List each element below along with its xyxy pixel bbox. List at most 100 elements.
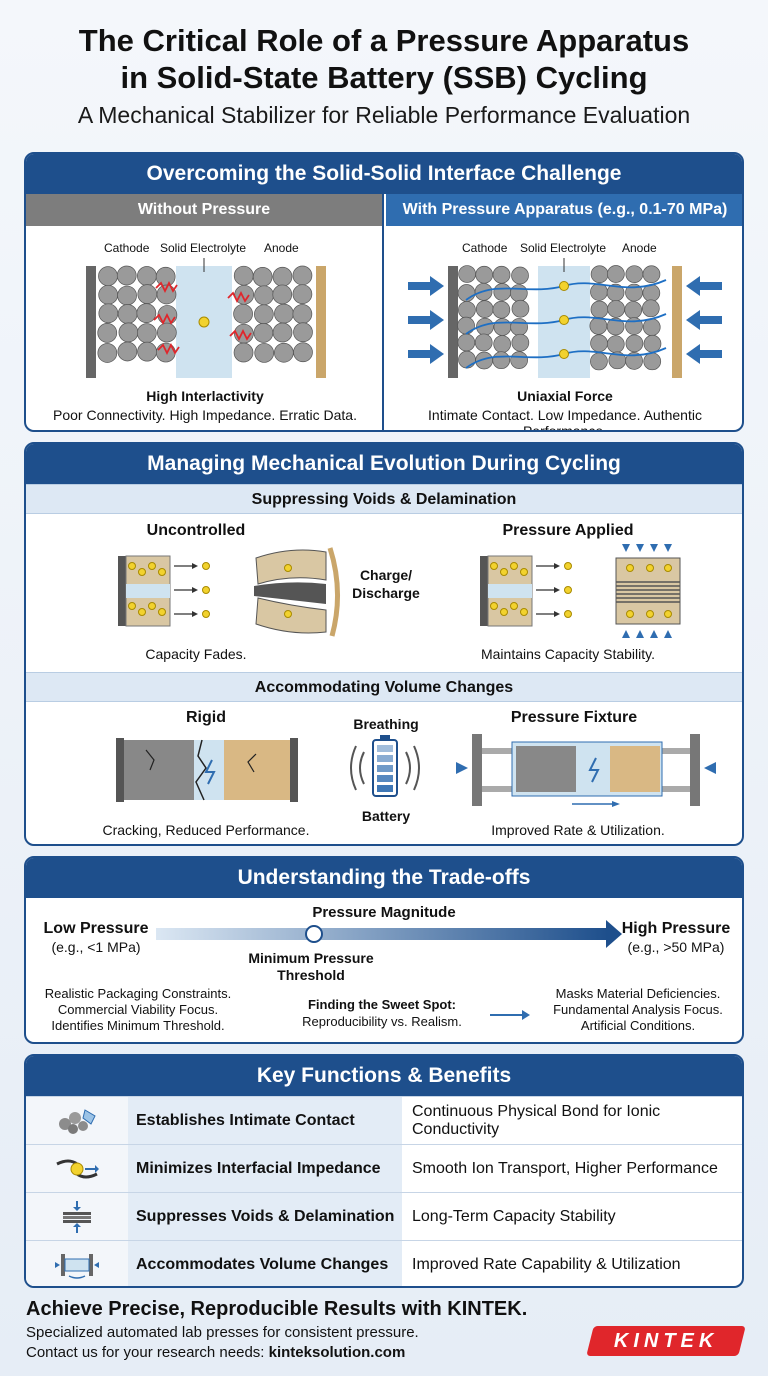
- poor-contact-zigzag: [229, 328, 252, 342]
- without-caption-text: Poor Connectivity. High Impedance. Errat…: [53, 407, 357, 423]
- particle: [155, 266, 176, 287]
- lithium-ion: [148, 562, 156, 570]
- battery-level-bar: [377, 745, 393, 752]
- lithium-ion: [559, 281, 569, 291]
- particle: [492, 351, 511, 370]
- battery-level-bar: [377, 755, 393, 762]
- pressure-arrow: [622, 630, 630, 638]
- particle: [292, 265, 313, 286]
- particle: [254, 285, 274, 306]
- lithium-ion: [626, 610, 634, 618]
- lithium-ion: [128, 562, 136, 570]
- battery-level-bar: [377, 765, 393, 772]
- cathode-label: Cathode: [462, 241, 508, 255]
- particle: [475, 265, 494, 284]
- particle: [643, 334, 662, 353]
- particle: [136, 303, 157, 323]
- evolution-section: Managing Mechanical Evolution During Cyc…: [24, 442, 744, 846]
- particle: [590, 300, 609, 319]
- pressure-magnitude-label: Pressure Magnitude: [312, 904, 456, 921]
- particle: [625, 265, 644, 284]
- website-link[interactable]: kinteksolution.com: [268, 1344, 406, 1361]
- lithium-ion: [500, 568, 508, 576]
- current-collector: [480, 556, 488, 626]
- particle: [511, 333, 530, 352]
- force-arrow-head: [686, 276, 700, 296]
- cracking-caption: Cracking, Reduced Performance.: [102, 822, 310, 838]
- particle: [254, 343, 275, 363]
- particle: [272, 266, 293, 287]
- lithium-ion: [564, 610, 572, 618]
- particles-hand-icon: [59, 1108, 96, 1134]
- anode-label: Anode: [622, 241, 657, 255]
- lithium-ion: [646, 610, 654, 618]
- footer-line2: Contact us for your research needs: kint…: [26, 1344, 406, 1361]
- particle: [607, 300, 625, 318]
- lithium-ion: [626, 564, 634, 572]
- lithium-ion: [520, 608, 528, 616]
- with-pressure-panel: With Pressure Apparatus (e.g., 0.1-70 MP…: [386, 194, 742, 432]
- particle: [607, 265, 625, 283]
- interface-section: Overcoming the Solid-Solid Interface Cha…: [24, 152, 744, 432]
- particle: [511, 299, 530, 318]
- lithium-ion: [138, 608, 146, 616]
- lithium-ion: [198, 316, 210, 328]
- particle: [590, 334, 608, 353]
- lithium-ion: [510, 562, 518, 570]
- force-arrow-shaft: [700, 350, 722, 358]
- particle: [98, 284, 119, 305]
- particle: [510, 351, 528, 369]
- benefit-row: Accommodates Volume Changes Improved Rat…: [26, 1240, 742, 1286]
- particle: [117, 341, 138, 362]
- migration-arrow-head: [192, 563, 198, 569]
- rigid-plate: [116, 738, 124, 802]
- low-pressure-points: Realistic Packaging Constraints. Commerc…: [44, 986, 232, 1033]
- particle: [457, 333, 476, 352]
- particle: [624, 301, 643, 319]
- battery-label: Battery: [361, 808, 411, 824]
- migration-arrow-head: [192, 611, 198, 617]
- particle: [590, 265, 609, 284]
- anode-block: [610, 746, 660, 792]
- force-arrow-head: [430, 276, 444, 296]
- lithium-ion: [510, 602, 518, 610]
- benefit-function: Establishes Intimate Contact: [128, 1097, 402, 1144]
- particle: [272, 322, 293, 343]
- particle: [492, 300, 511, 319]
- lithium-ion: [559, 315, 569, 325]
- current-collector: [672, 266, 682, 378]
- page-title: The Critical Role of a Pressure Apparatu…: [78, 23, 690, 95]
- current-collector: [316, 266, 326, 378]
- crack-line: [145, 749, 257, 773]
- particle: [233, 303, 253, 324]
- lightning-icon: [588, 757, 600, 783]
- sweet-spot: Finding the Sweet Spot: Reproducibility …: [302, 997, 462, 1029]
- migration-arrow-head: [192, 587, 198, 593]
- particle: [625, 352, 643, 370]
- poor-contact-zigzag: [227, 290, 250, 304]
- lithium-ion: [490, 562, 498, 570]
- force-arrow-shaft: [700, 282, 722, 290]
- high-pressure-title: High Pressure: [621, 920, 731, 937]
- particle: [98, 303, 119, 324]
- force-arrow-shaft: [408, 350, 430, 358]
- force-arrow-head: [686, 310, 700, 330]
- particle: [254, 304, 274, 325]
- low-pressure-sub: (e.g., <1 MPa): [51, 939, 141, 955]
- compressed-layers-icon: [63, 1200, 91, 1233]
- particle: [474, 333, 493, 352]
- separated-layer: [254, 582, 326, 604]
- particle: [117, 304, 138, 324]
- battery-terminal: [380, 735, 390, 740]
- uncontrolled-title: Uncontrolled: [146, 522, 246, 539]
- with-caption-text: Intimate Contact. Low Impedance. Authent…: [428, 407, 702, 432]
- particle: [493, 283, 512, 301]
- lithium-ion: [284, 610, 292, 618]
- particle: [136, 323, 157, 343]
- migration-arrow-head: [554, 587, 560, 593]
- lithium-ion: [520, 568, 528, 576]
- pressed-cell-diagram: [408, 258, 722, 378]
- poor-contact-zigzag: [157, 342, 180, 356]
- pressure-applied-title: Pressure Applied: [502, 522, 634, 539]
- pressure-axis-bar: [156, 928, 608, 940]
